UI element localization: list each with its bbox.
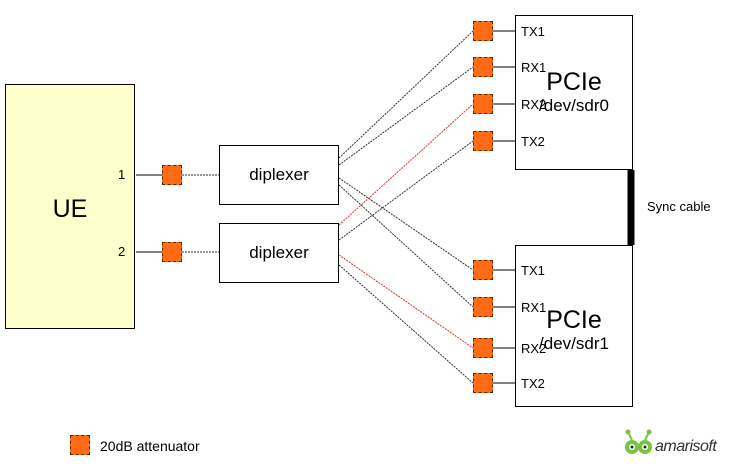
d2-to-sdr1-tx2 <box>338 264 474 384</box>
d1-to-sdr1-rx1 <box>338 184 474 308</box>
ue-port-1-label: 1 <box>118 167 126 182</box>
sdr0-port-rx1: RX1 <box>521 60 547 75</box>
sdr1-port-rx2: RX2 <box>521 341 547 356</box>
attenuator-sdr1-rx1 <box>473 297 493 317</box>
diplexer-1-label: diplexer <box>249 165 309 184</box>
attenuator-sdr1-rx2 <box>473 338 493 358</box>
attenuator-sdr0-rx2 <box>473 94 493 114</box>
diplexer-2-label: diplexer <box>249 243 309 262</box>
d1-to-sdr0-rx1 <box>338 66 474 166</box>
d2-to-sdr1-rx2 <box>338 254 474 349</box>
d2-to-sdr0-rx2 <box>338 103 474 226</box>
pcie-sdr1-title: PCIe <box>546 306 602 334</box>
diplexer-2: diplexer <box>219 223 339 283</box>
amarisoft-logo-icon <box>625 429 652 454</box>
pcie-sdr1-device: /dev/sdr1 <box>539 334 609 353</box>
pcie-sdr0-box: PCIe /dev/sdr0 TX1 RX1 RX2 TX2 <box>515 15 633 170</box>
pcie-sdr0-device: /dev/sdr0 <box>539 96 609 115</box>
sdr1-port-rx1: RX1 <box>521 300 547 315</box>
legend-label: 20dB attenuator <box>100 438 200 454</box>
legend-attenuator-swatch <box>70 435 90 455</box>
attenuator-sdr1-tx2 <box>473 373 493 393</box>
d2-to-sdr0-tx2 <box>338 140 474 241</box>
ue-port-2-label: 2 <box>118 244 126 259</box>
attenuator-ue-2 <box>162 242 182 262</box>
attenuator-sdr0-tx1 <box>473 21 493 41</box>
ue-label: UE <box>52 195 88 223</box>
sdr0-port-tx2: TX2 <box>521 134 545 149</box>
pcie-sdr1-box: PCIe /dev/sdr1 TX1 RX1 RX2 TX2 <box>515 245 633 407</box>
sdr1-port-tx1: TX1 <box>521 263 545 278</box>
sdr0-port-tx1: TX1 <box>521 24 545 39</box>
pcie-sdr0-title: PCIe <box>546 68 602 96</box>
d1-to-sdr0-tx1 <box>338 30 474 159</box>
sdr0-port-rx2: RX2 <box>521 97 547 112</box>
attenuator-sdr0-rx1 <box>473 57 493 77</box>
amarisoft-logo-text: amarisoft <box>655 438 717 455</box>
diplexer-1: diplexer <box>219 145 339 205</box>
sdr1-port-tx2: TX2 <box>521 376 545 391</box>
d1-to-sdr1-tx1 <box>338 177 474 271</box>
attenuator-sdr0-tx2 <box>473 131 493 151</box>
attenuator-sdr1-tx1 <box>473 260 493 280</box>
sync-cable-label: Sync cable <box>647 199 711 214</box>
attenuator-ue-1 <box>162 165 182 185</box>
ue-box: UE <box>5 84 135 329</box>
